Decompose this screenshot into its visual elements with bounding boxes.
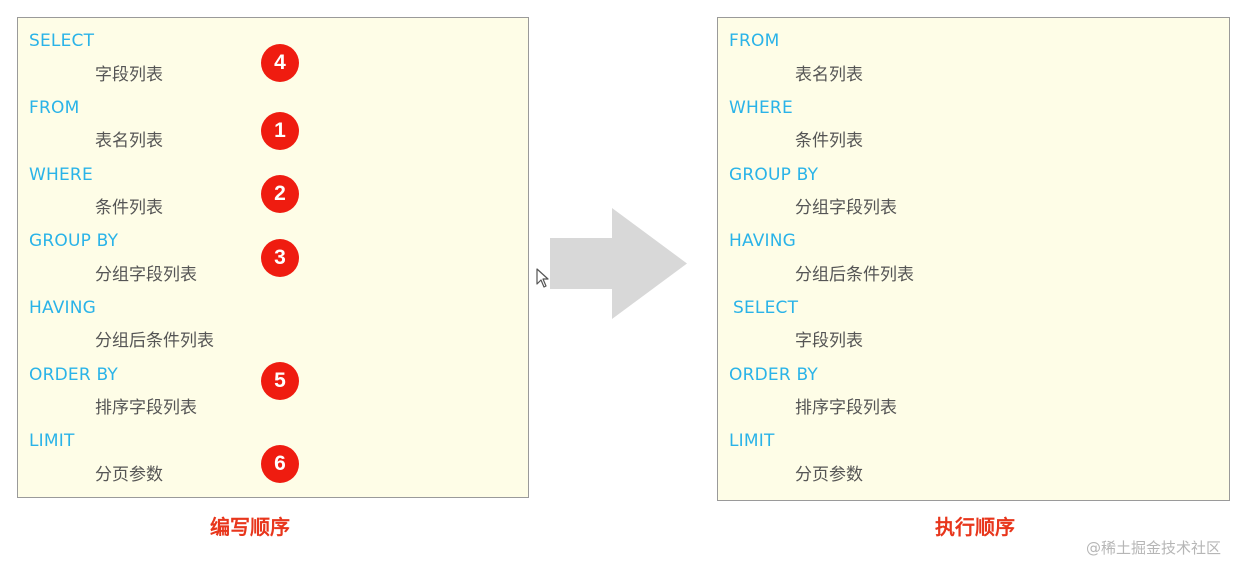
watermark-text: @稀土掘金技术社区 [1086,539,1222,557]
left-keyword-limit: LIMIT [29,431,75,451]
left-detail-having: 分组后条件列表 [95,331,214,351]
right-keyword-limit: LIMIT [729,431,775,451]
right-detail-having: 分组后条件列表 [795,265,914,285]
mouse-pointer-icon [536,268,549,288]
right-keyword-order-by: ORDER BY [729,365,818,385]
left-badge-order-by: 5 [261,362,299,400]
right-detail-select: 字段列表 [795,331,863,351]
left-keyword-where: WHERE [29,165,93,185]
execution-order-panel: FROM 表名列表 WHERE 条件列表 GROUP BY 分组字段列表 HAV… [717,17,1230,501]
left-detail-group-by: 分组字段列表 [95,265,197,285]
writing-order-caption: 编写顺序 [210,515,290,539]
execution-order-caption: 执行顺序 [935,515,1015,539]
right-detail-order-by: 排序字段列表 [795,398,897,418]
left-detail-limit: 分页参数 [95,465,163,485]
right-arrow-icon [550,208,687,319]
left-keyword-having: HAVING [29,298,97,318]
left-badge-limit: 6 [261,445,299,483]
right-detail-from: 表名列表 [795,65,863,85]
left-badge-where: 2 [261,175,299,213]
right-keyword-having: HAVING [729,231,797,251]
left-detail-select: 字段列表 [95,65,163,85]
right-keyword-select: SELECT [733,298,799,318]
left-keyword-select: SELECT [29,31,95,51]
right-detail-limit: 分页参数 [795,465,863,485]
right-detail-where: 条件列表 [795,131,863,151]
left-detail-order-by: 排序字段列表 [95,398,197,418]
right-keyword-where: WHERE [729,98,793,118]
left-keyword-group-by: GROUP BY [29,231,119,251]
right-keyword-from: FROM [729,31,780,51]
right-detail-group-by: 分组字段列表 [795,198,897,218]
left-badge-select: 4 [261,44,299,82]
left-keyword-from: FROM [29,98,80,118]
left-keyword-order-by: ORDER BY [29,365,118,385]
writing-order-panel: SELECT 字段列表 4 FROM 表名列表 1 WHERE 条件列表 2 G… [17,17,529,498]
left-badge-from: 1 [261,112,299,150]
left-badge-group-by: 3 [261,239,299,277]
right-keyword-group-by: GROUP BY [729,165,819,185]
left-detail-where: 条件列表 [95,198,163,218]
left-detail-from: 表名列表 [95,131,163,151]
